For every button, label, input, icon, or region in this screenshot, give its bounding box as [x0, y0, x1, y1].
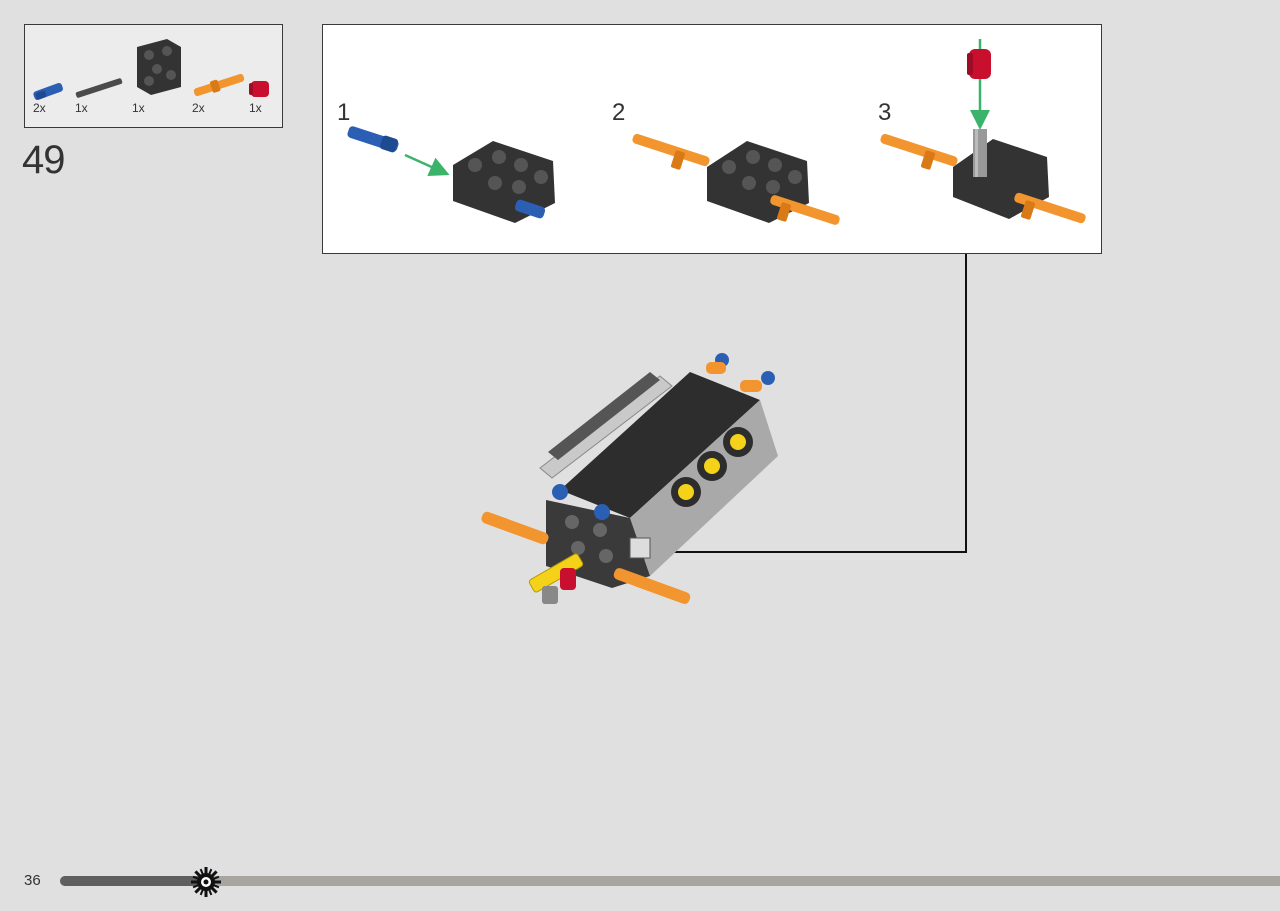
parts-illustration [33, 39, 269, 100]
orange-pin-icon [193, 73, 245, 97]
step-number: 49 [22, 138, 65, 182]
parts-list-box: 2x 1x 1x 2x 1x [24, 24, 283, 128]
callout-connector-arrow [628, 254, 967, 564]
page-number: 36 [24, 872, 41, 889]
part-qty-blue-pin: 2x [33, 101, 46, 115]
substep-1-illustration [347, 126, 555, 223]
gear-icon [190, 866, 222, 898]
part-qty-red-bush: 1x [249, 101, 262, 115]
substep-number-2: 2 [612, 99, 626, 126]
engine-assembly [481, 353, 778, 604]
grey-axle-icon [75, 78, 123, 98]
red-bush-icon [249, 81, 269, 97]
substeps-illustration [347, 39, 1086, 225]
part-qty-grey-axle: 1x [75, 101, 88, 115]
substeps-box: 1 2 3 [322, 24, 1102, 254]
progress-track [60, 876, 1280, 886]
blue-pin-icon [33, 82, 63, 100]
connector-block-icon [137, 39, 181, 95]
part-qty-connector-block: 1x [132, 101, 145, 115]
substep-3-illustration [880, 39, 1086, 224]
progress-fill [60, 876, 206, 886]
part-qty-orange-pin: 2x [192, 101, 205, 115]
substep-number-1: 1 [337, 99, 351, 126]
substep-2-illustration [632, 133, 840, 225]
substep-number-3: 3 [878, 99, 892, 126]
